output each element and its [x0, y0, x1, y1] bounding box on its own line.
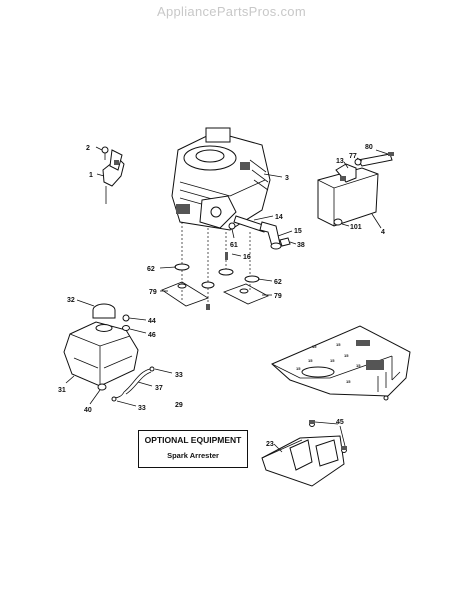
- optional-equipment-box: OPTIONAL EQUIPMENT Spark Arrester: [138, 430, 248, 468]
- callout-101: 101: [333, 218, 362, 231]
- callout-29: 29: [175, 402, 183, 409]
- callout-label: 4: [381, 229, 385, 236]
- callout-label: 44: [148, 318, 156, 325]
- callout-14: 14: [253, 214, 283, 221]
- callout-62-right: 62: [257, 278, 282, 286]
- callout-1: 1: [89, 172, 105, 179]
- callout-label: 101: [350, 224, 362, 231]
- callout-46: 46: [129, 328, 156, 339]
- callout-44: 44: [128, 317, 156, 325]
- callout-79-left: 79: [149, 289, 168, 296]
- callout-31: 31: [58, 375, 75, 394]
- callout-label: 38: [297, 242, 305, 249]
- exhaust-pipe-part: [233, 215, 282, 250]
- callout-61: 61: [228, 222, 238, 249]
- callout-label: 2: [86, 145, 90, 152]
- plate-mark: 15: [344, 353, 349, 358]
- callout-80: 80: [365, 144, 394, 156]
- plate-mark: 15: [308, 358, 313, 363]
- callout-23: 23: [266, 441, 283, 453]
- callout-label: 29: [175, 402, 183, 409]
- callout-62-left: 62: [147, 266, 177, 273]
- callout-label: 3: [285, 175, 289, 182]
- callout-label: 13: [336, 158, 344, 165]
- plate-mark: 15: [346, 379, 351, 384]
- callout-label: 62: [274, 279, 282, 286]
- callout-2: 2: [86, 145, 103, 152]
- mounting-plate-part: 15 15 15 15 15 15 15 15: [271, 325, 411, 401]
- callout-label: 77: [349, 153, 357, 160]
- callout-33-top: 33: [154, 368, 183, 379]
- callout-label: 61: [230, 242, 238, 249]
- callout-label: 14: [275, 214, 283, 221]
- callout-label: 79: [149, 289, 157, 296]
- callout-label: 62: [147, 266, 155, 273]
- plate-mark: 15: [356, 363, 361, 368]
- callout-label: 45: [336, 419, 344, 426]
- callout-16: 16: [231, 253, 251, 261]
- callout-label: 37: [155, 385, 163, 392]
- callout-label: 1: [89, 172, 93, 179]
- callout-4: 4: [371, 213, 385, 236]
- callout-label: 40: [84, 407, 92, 414]
- callout-label: 33: [175, 372, 183, 379]
- callout-label: 33: [138, 405, 146, 412]
- callout-13: 13: [336, 158, 349, 169]
- optional-equipment-title: OPTIONAL EQUIPMENT: [144, 435, 242, 445]
- callout-3: 3: [263, 173, 289, 182]
- callout-label: 46: [148, 332, 156, 339]
- callout-label: 80: [365, 144, 373, 151]
- callout-33-bottom: 33: [116, 400, 146, 412]
- spark-arrester-part: [261, 420, 347, 487]
- plate-mark: 15: [336, 342, 341, 347]
- callout-38: 38: [279, 237, 305, 249]
- callout-label: 16: [243, 254, 251, 261]
- muffler-part: [317, 153, 393, 227]
- callout-37: 37: [137, 381, 163, 392]
- callout-77: 77: [349, 153, 363, 166]
- callout-79-right: 79: [262, 293, 282, 300]
- callout-32: 32: [67, 297, 95, 307]
- callout-label: 32: [67, 297, 75, 304]
- plate-mark: 15: [330, 358, 335, 363]
- plate-mark: 15: [296, 366, 301, 371]
- callout-15: 15: [277, 228, 302, 237]
- watermark: AppliancePartsPros.com: [157, 4, 306, 19]
- engine-mount-hardware: [161, 222, 269, 310]
- callout-label: 15: [294, 228, 302, 235]
- plate-mark: 15: [312, 344, 317, 349]
- callout-40: 40: [84, 389, 101, 414]
- callout-label: 23: [266, 441, 274, 448]
- throttle-control-part: [101, 146, 125, 204]
- callout-label: 79: [274, 293, 282, 300]
- engine-part: [171, 127, 271, 231]
- fuel-tank-part: [63, 303, 155, 402]
- optional-equipment-subtitle: Spark Arrester: [167, 451, 219, 460]
- callout-45: 45: [314, 419, 346, 447]
- callout-label: 31: [58, 387, 66, 394]
